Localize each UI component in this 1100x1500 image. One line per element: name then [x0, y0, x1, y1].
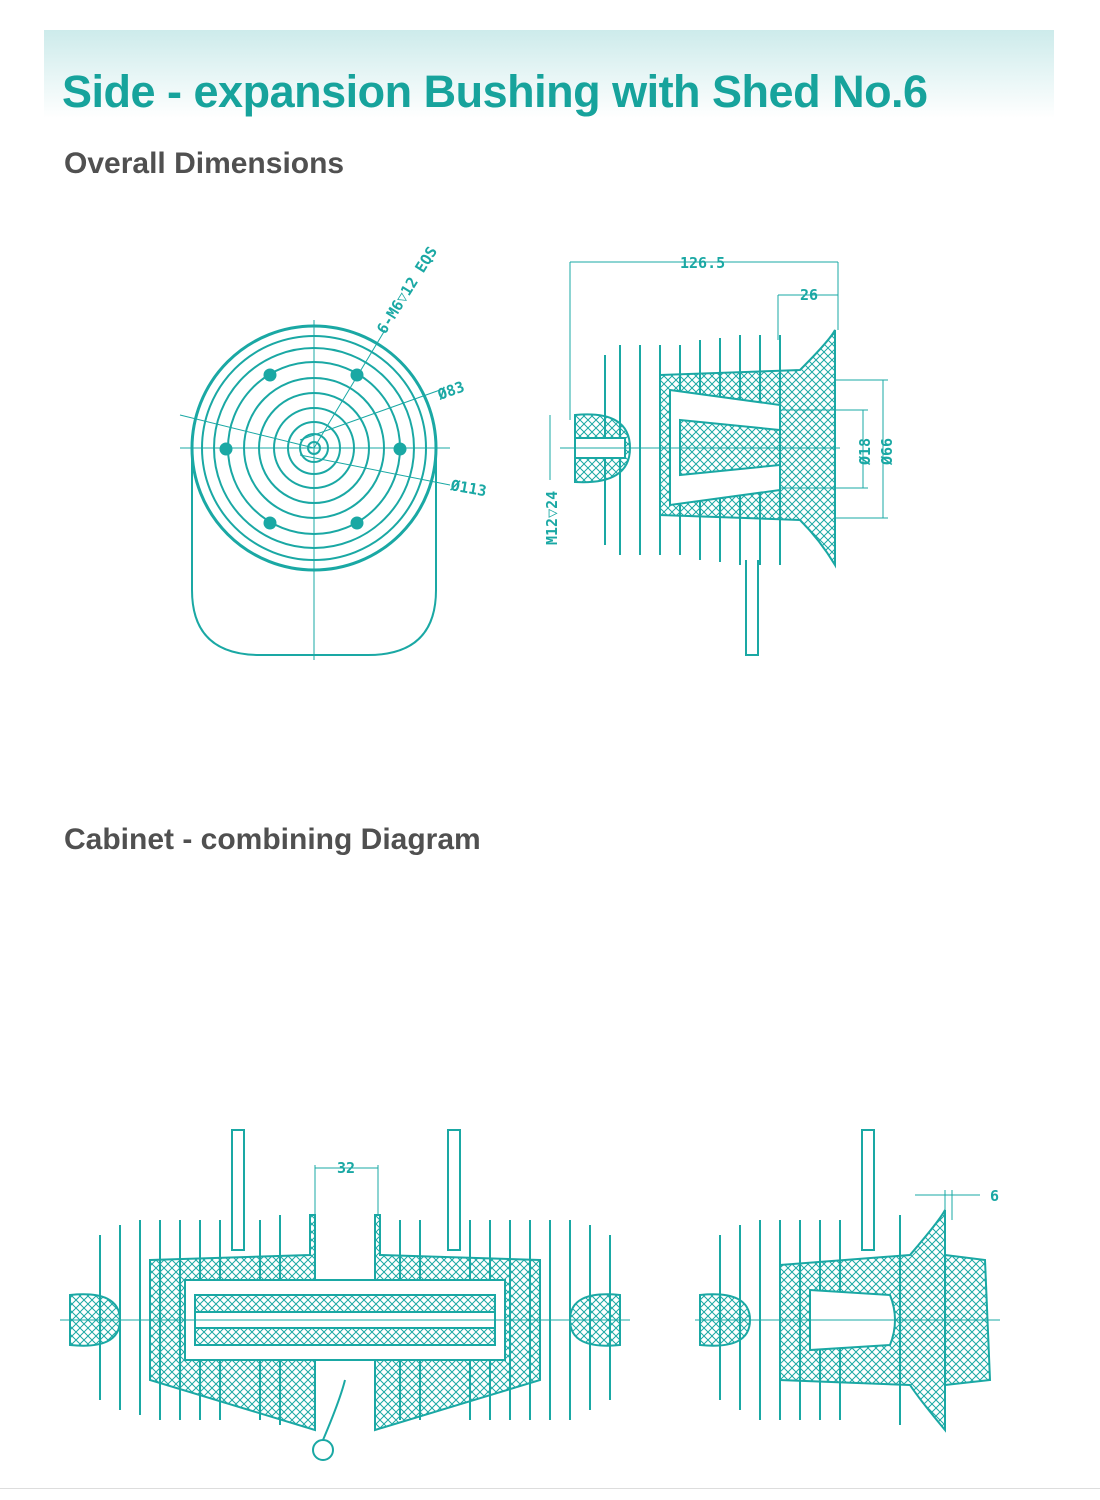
- section-heading-cabinet: Cabinet - combining Diagram: [64, 823, 481, 856]
- length-label: 126.5: [680, 254, 725, 272]
- d66-label: Ø66: [878, 438, 896, 466]
- cabinet-combined-drawing: [60, 1129, 1000, 1461]
- d113-label: Ø113: [448, 476, 488, 500]
- page-title: Side - expansion Bushing with Shed No.6: [62, 66, 928, 117]
- side-view-drawing: [549, 261, 888, 656]
- title-banner: [44, 30, 1054, 118]
- section-heading-overall: Overall Dimensions: [64, 147, 345, 180]
- d83-label: Ø83: [434, 378, 467, 405]
- thread-label: M12▽24: [543, 491, 561, 545]
- gap-label: 32: [337, 1159, 355, 1177]
- page-divider: [0, 1488, 1100, 1489]
- front-view-drawing: [179, 320, 451, 660]
- d18-label: Ø18: [856, 438, 874, 466]
- flange-label: 26: [800, 286, 818, 304]
- holes-label: 6-M6▽12 EQS: [373, 243, 441, 337]
- offset-label: 6: [990, 1187, 999, 1205]
